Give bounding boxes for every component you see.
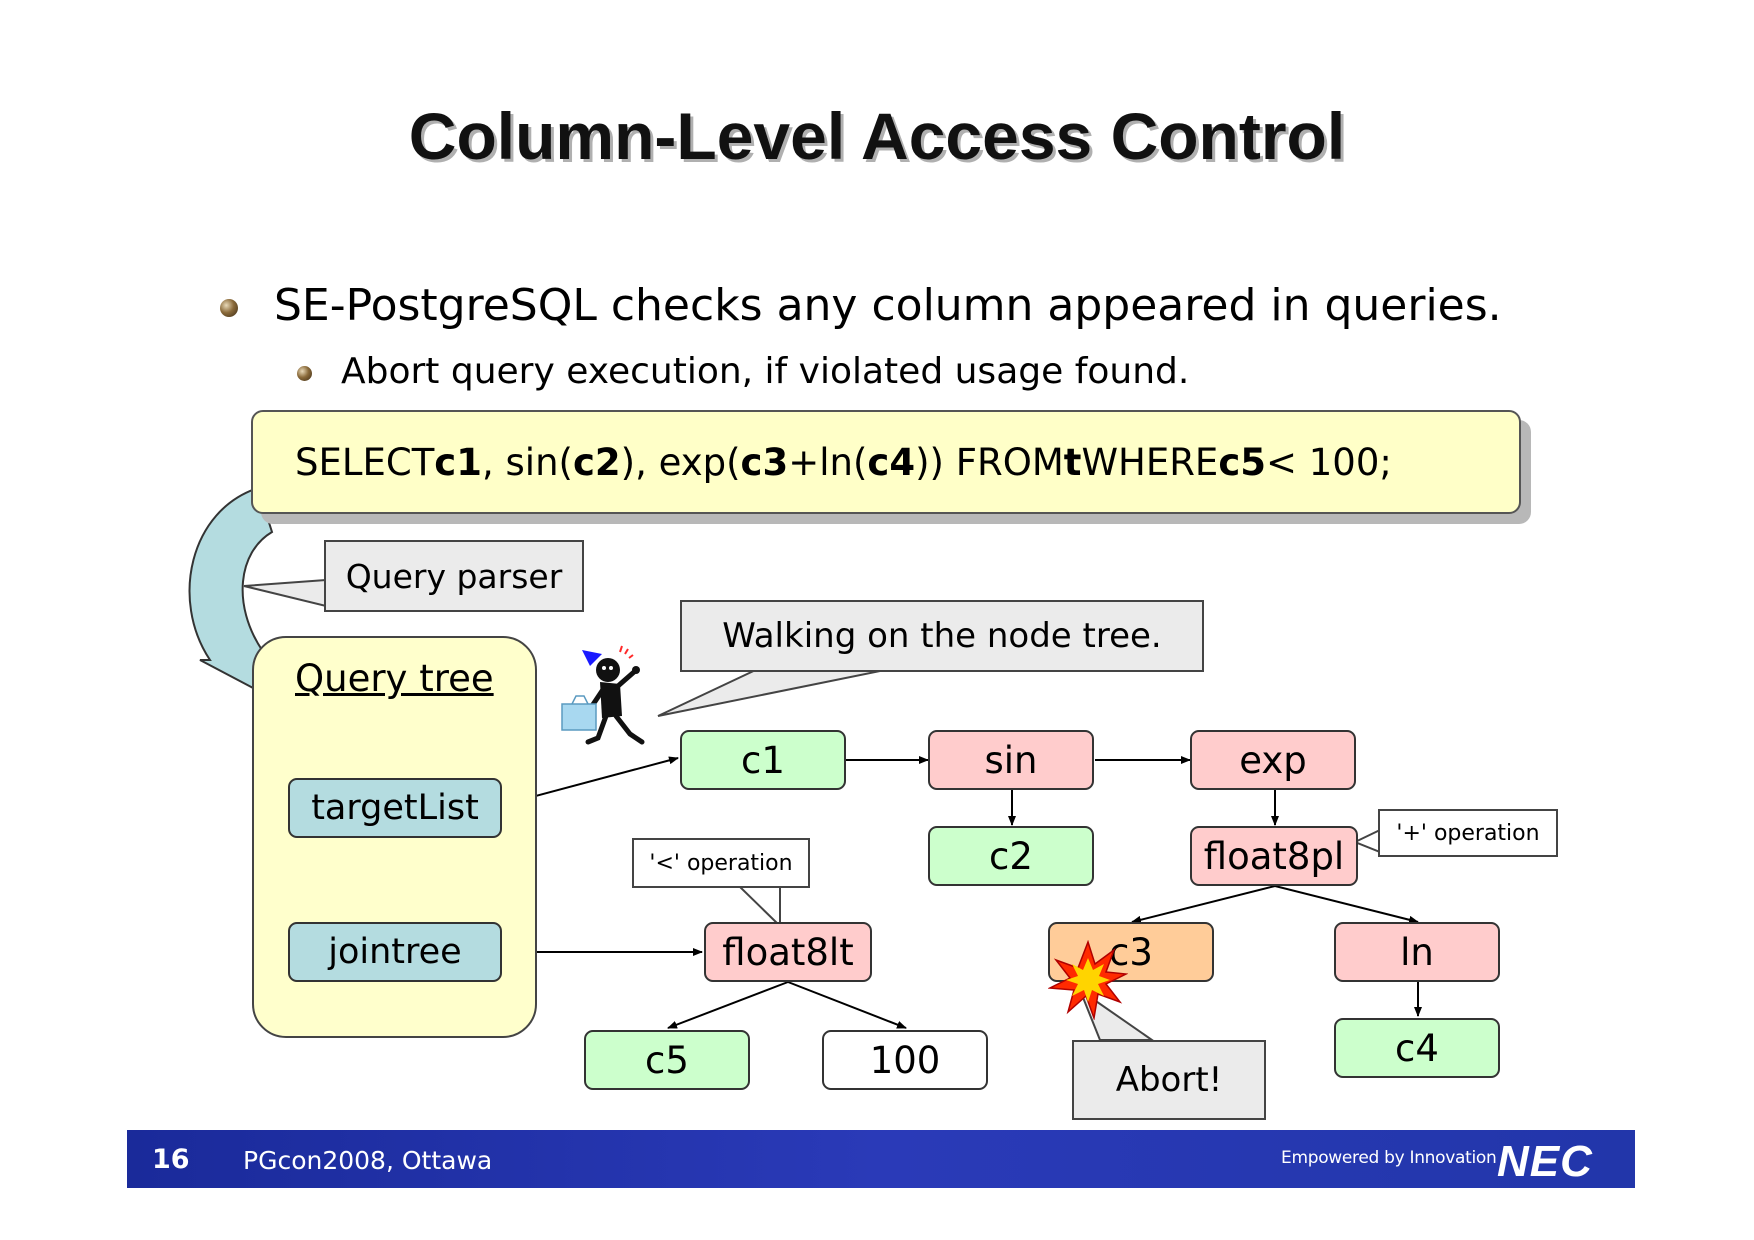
- sql-text: , sin(: [481, 440, 573, 484]
- query-tree-label: Query tree: [295, 657, 494, 700]
- arrow-float8lt-100: [787, 981, 907, 1029]
- tagline: Empowered by Innovation: [1281, 1148, 1497, 1168]
- sql-column-c1: c1: [434, 440, 482, 484]
- query-parser-callout: Query parser: [324, 540, 584, 612]
- node-float8lt: float8lt: [704, 922, 872, 982]
- sql-text: )) FROM: [915, 440, 1064, 484]
- page-number: 16: [152, 1144, 190, 1175]
- walking-callout: Walking on the node tree.: [680, 600, 1204, 672]
- jointree-node: jointree: [288, 922, 502, 982]
- sql-column-c2: c2: [572, 440, 621, 484]
- abort-callout: Abort!: [1072, 1040, 1266, 1120]
- footer-bar: [127, 1130, 1635, 1188]
- sql-table-t: t: [1063, 440, 1082, 484]
- sql-text: WHERE: [1081, 440, 1219, 484]
- arrow-float8pl-c3: [1131, 885, 1276, 924]
- conference-label: PGcon2008, Ottawa: [243, 1146, 493, 1175]
- lt-callout-tail: [735, 884, 781, 929]
- slide-title: Column-Level Access Control: [408, 99, 1346, 173]
- walking-person-icon: [561, 645, 645, 745]
- sql-query-box: SELECT c1, sin(c2), exp(c3+ln(c4)) FROM …: [251, 410, 1521, 514]
- nec-logo: NEC: [1497, 1137, 1593, 1186]
- parser-callout-tail: [243, 578, 327, 608]
- node-exp: exp: [1190, 730, 1356, 790]
- node-c5: c5: [584, 1030, 750, 1090]
- node-c4: c4: [1334, 1018, 1500, 1078]
- sql-text: ), exp(: [620, 440, 741, 484]
- sql-text: SELECT: [295, 440, 435, 484]
- plus-operation-callout: '+' operation: [1378, 809, 1558, 857]
- curved-parse-arrow: [188, 486, 278, 702]
- sql-text: +ln(: [788, 440, 868, 484]
- bullet-text-1: SE-PostgreSQL checks any column appeared…: [274, 280, 1502, 331]
- sql-column-c3: c3: [740, 440, 789, 484]
- targetlist-node: targetList: [288, 778, 502, 838]
- sql-column-c4: c4: [867, 440, 916, 484]
- node-100: 100: [822, 1030, 988, 1090]
- sql-text: < 100;: [1266, 440, 1392, 484]
- node-c1: c1: [680, 730, 846, 790]
- node-c2: c2: [928, 826, 1094, 886]
- explosion-icon: [1048, 940, 1128, 1020]
- bullet-text-2: Abort query execution, if violated usage…: [341, 351, 1190, 392]
- node-sin: sin: [928, 730, 1094, 790]
- plus-callout-tail: [1352, 828, 1381, 854]
- node-ln: ln: [1334, 922, 1500, 982]
- bullet-icon: [297, 366, 312, 381]
- walking-callout-tail: [657, 666, 901, 717]
- arrow-float8pl-ln: [1274, 885, 1419, 924]
- arrow-float8lt-c5: [667, 981, 789, 1029]
- node-float8pl: float8pl: [1190, 826, 1358, 886]
- lt-operation-callout: '<' operation: [632, 838, 810, 888]
- sql-column-c5: c5: [1218, 440, 1266, 484]
- bullet-icon: [220, 299, 238, 317]
